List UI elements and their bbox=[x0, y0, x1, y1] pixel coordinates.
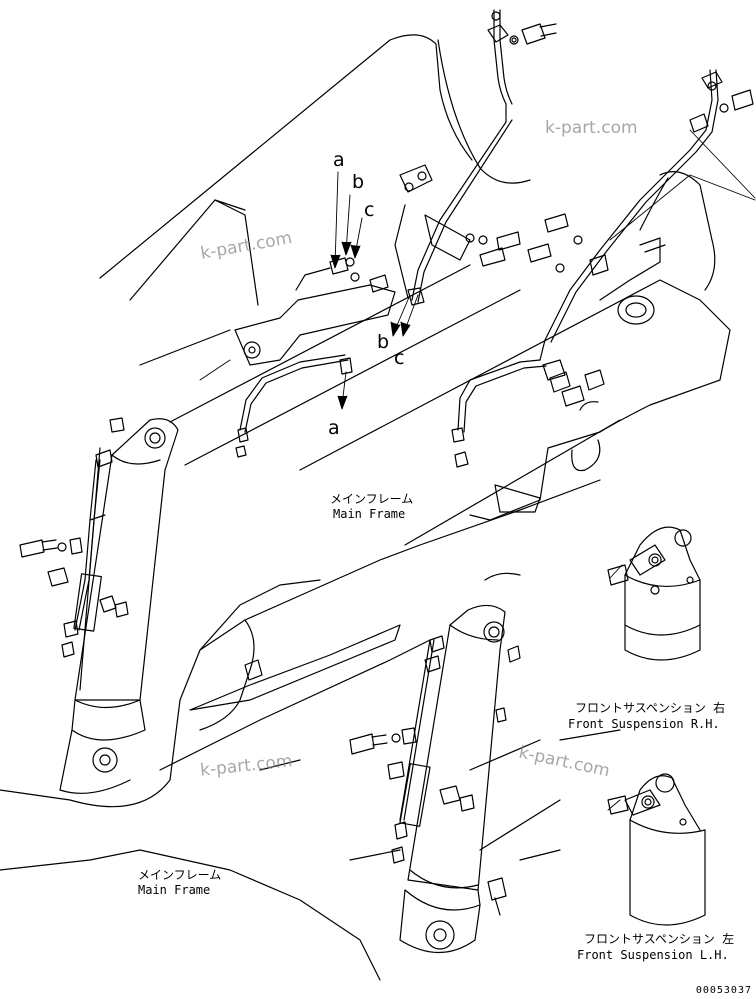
leader-lines bbox=[199, 129, 756, 811]
callout-a-bottom: a bbox=[328, 417, 340, 439]
front-suspension-rh-en-label: Front Suspension R.H. bbox=[568, 717, 720, 731]
right-cylinder bbox=[349, 604, 521, 954]
callout-b-top: b bbox=[352, 171, 365, 193]
callout-c-mid: c bbox=[394, 347, 405, 369]
front-suspension-rh-jp-label: フロントサスペンション 右 bbox=[575, 701, 726, 715]
left-grease-pipe bbox=[235, 354, 353, 458]
main-frame-bottom-jp-label: メインフレーム bbox=[138, 868, 222, 882]
right-pipe-assembly bbox=[451, 69, 754, 468]
front-suspension-lh-en-label: Front Suspension L.H. bbox=[577, 948, 729, 962]
front-suspension-rh bbox=[607, 526, 701, 661]
main-frame-upper bbox=[99, 34, 731, 546]
main-frame-top-jp-label: メインフレーム bbox=[330, 492, 414, 506]
upper-bolt-group bbox=[329, 213, 583, 293]
callout-c-top: c bbox=[364, 199, 375, 221]
top-pipe-assembly bbox=[394, 9, 557, 306]
main-frame-top-en-label: Main Frame bbox=[333, 507, 406, 521]
front-suspension-lh-jp-label: フロントサスペンション 左 bbox=[584, 932, 735, 946]
front-suspension-lh bbox=[607, 773, 706, 926]
upper-left-bracket bbox=[234, 267, 396, 366]
callout-b-mid: b bbox=[377, 331, 390, 353]
callout-a-top: a bbox=[333, 149, 345, 171]
main-frame-lower bbox=[0, 479, 621, 981]
watermark: k-part.com bbox=[545, 118, 638, 138]
drawing-code: 00053037 bbox=[695, 985, 752, 996]
left-cylinder bbox=[19, 417, 179, 794]
main-frame-bottom-en-label: Main Frame bbox=[138, 883, 211, 897]
